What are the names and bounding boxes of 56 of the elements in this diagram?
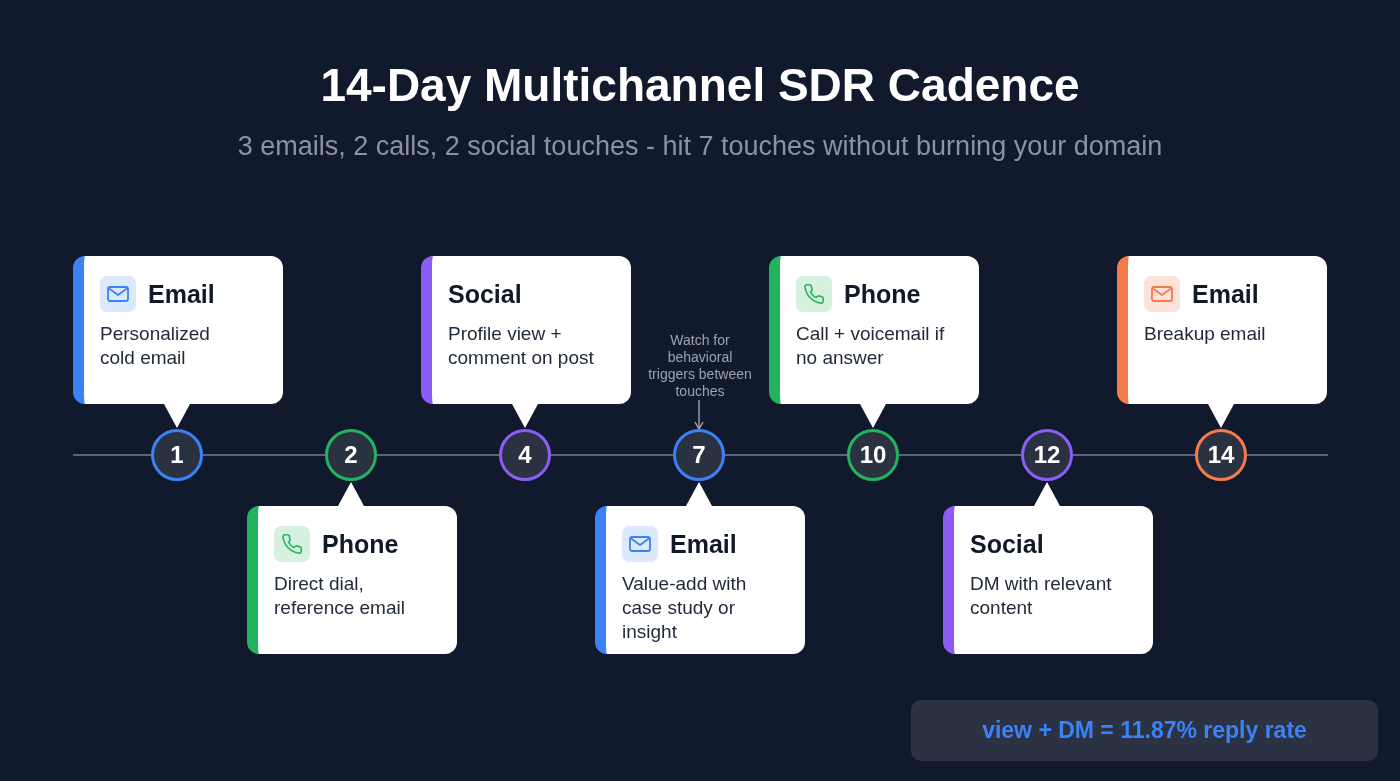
- callout-pointer: [1034, 482, 1060, 506]
- day-circle: [1195, 429, 1247, 481]
- card-heading: Email: [148, 279, 215, 310]
- day-circle: [325, 429, 377, 481]
- card-description: Direct dial, reference email: [274, 572, 406, 620]
- touch-card: [421, 256, 631, 404]
- touch-card: [1117, 256, 1327, 404]
- touch-card: [943, 506, 1153, 654]
- card-description: Profile view + comment on post: [448, 322, 595, 370]
- timeline-line: [1246, 454, 1329, 456]
- stat-text: view + DM = 11.87% reply rate: [982, 717, 1307, 744]
- callout-pointer: [338, 482, 364, 506]
- day-number: 7: [692, 443, 706, 467]
- day-number: 12: [1033, 443, 1061, 467]
- card-heading: Social: [448, 279, 522, 310]
- timeline-line: [376, 454, 500, 456]
- timeline-line: [72, 454, 152, 456]
- diagram-title: 14-Day Multichannel SDR Cadence: [320, 60, 1080, 111]
- card-description: Personalized cold email: [100, 322, 211, 370]
- day-number: 1: [170, 443, 184, 467]
- timeline-line: [550, 454, 674, 456]
- card-description: Value-add with case study or insight: [622, 572, 748, 644]
- arrow: [694, 399, 704, 430]
- day-number: 4: [518, 443, 532, 467]
- day-circle: [151, 429, 203, 481]
- day-number: 10: [859, 443, 887, 467]
- timeline-line: [1072, 454, 1196, 456]
- day-circle: [499, 429, 551, 481]
- card-heading: Social: [970, 529, 1044, 560]
- timeline-line: [898, 454, 1022, 456]
- subtitle: 3 emails, 2 calls, 2 social touches - hit 7 touches without burning your domain: [237, 130, 1163, 163]
- card-heading: Email: [1192, 279, 1259, 310]
- callout-pointer: [1208, 404, 1234, 428]
- annotation-text: Watch for behavioral triggers between touches: [644, 332, 756, 400]
- callout-pointer: [512, 404, 538, 428]
- callout-pointer: [164, 404, 190, 428]
- card-heading: Phone: [844, 279, 921, 310]
- timeline-line: [724, 454, 848, 456]
- day-circle: [847, 429, 899, 481]
- day-number: 2: [344, 443, 358, 467]
- day-circle: [673, 429, 725, 481]
- timeline-line: [202, 454, 326, 456]
- card-heading: Phone: [322, 529, 399, 560]
- touch-card: [73, 256, 283, 404]
- day-number: 14: [1207, 443, 1235, 467]
- card-description: Breakup email: [1144, 322, 1267, 346]
- touch-card: [247, 506, 457, 654]
- touch-card: [595, 506, 805, 654]
- card-description: DM with relevant content: [970, 572, 1113, 620]
- callout-pointer: [686, 482, 712, 506]
- card-description: Call + voicemail if no answer: [796, 322, 946, 370]
- callout-pointer: [860, 404, 886, 428]
- day-circle: [1021, 429, 1073, 481]
- touch-card: [769, 256, 979, 404]
- card-heading: Email: [670, 529, 737, 560]
- stat-panel: [911, 700, 1378, 761]
